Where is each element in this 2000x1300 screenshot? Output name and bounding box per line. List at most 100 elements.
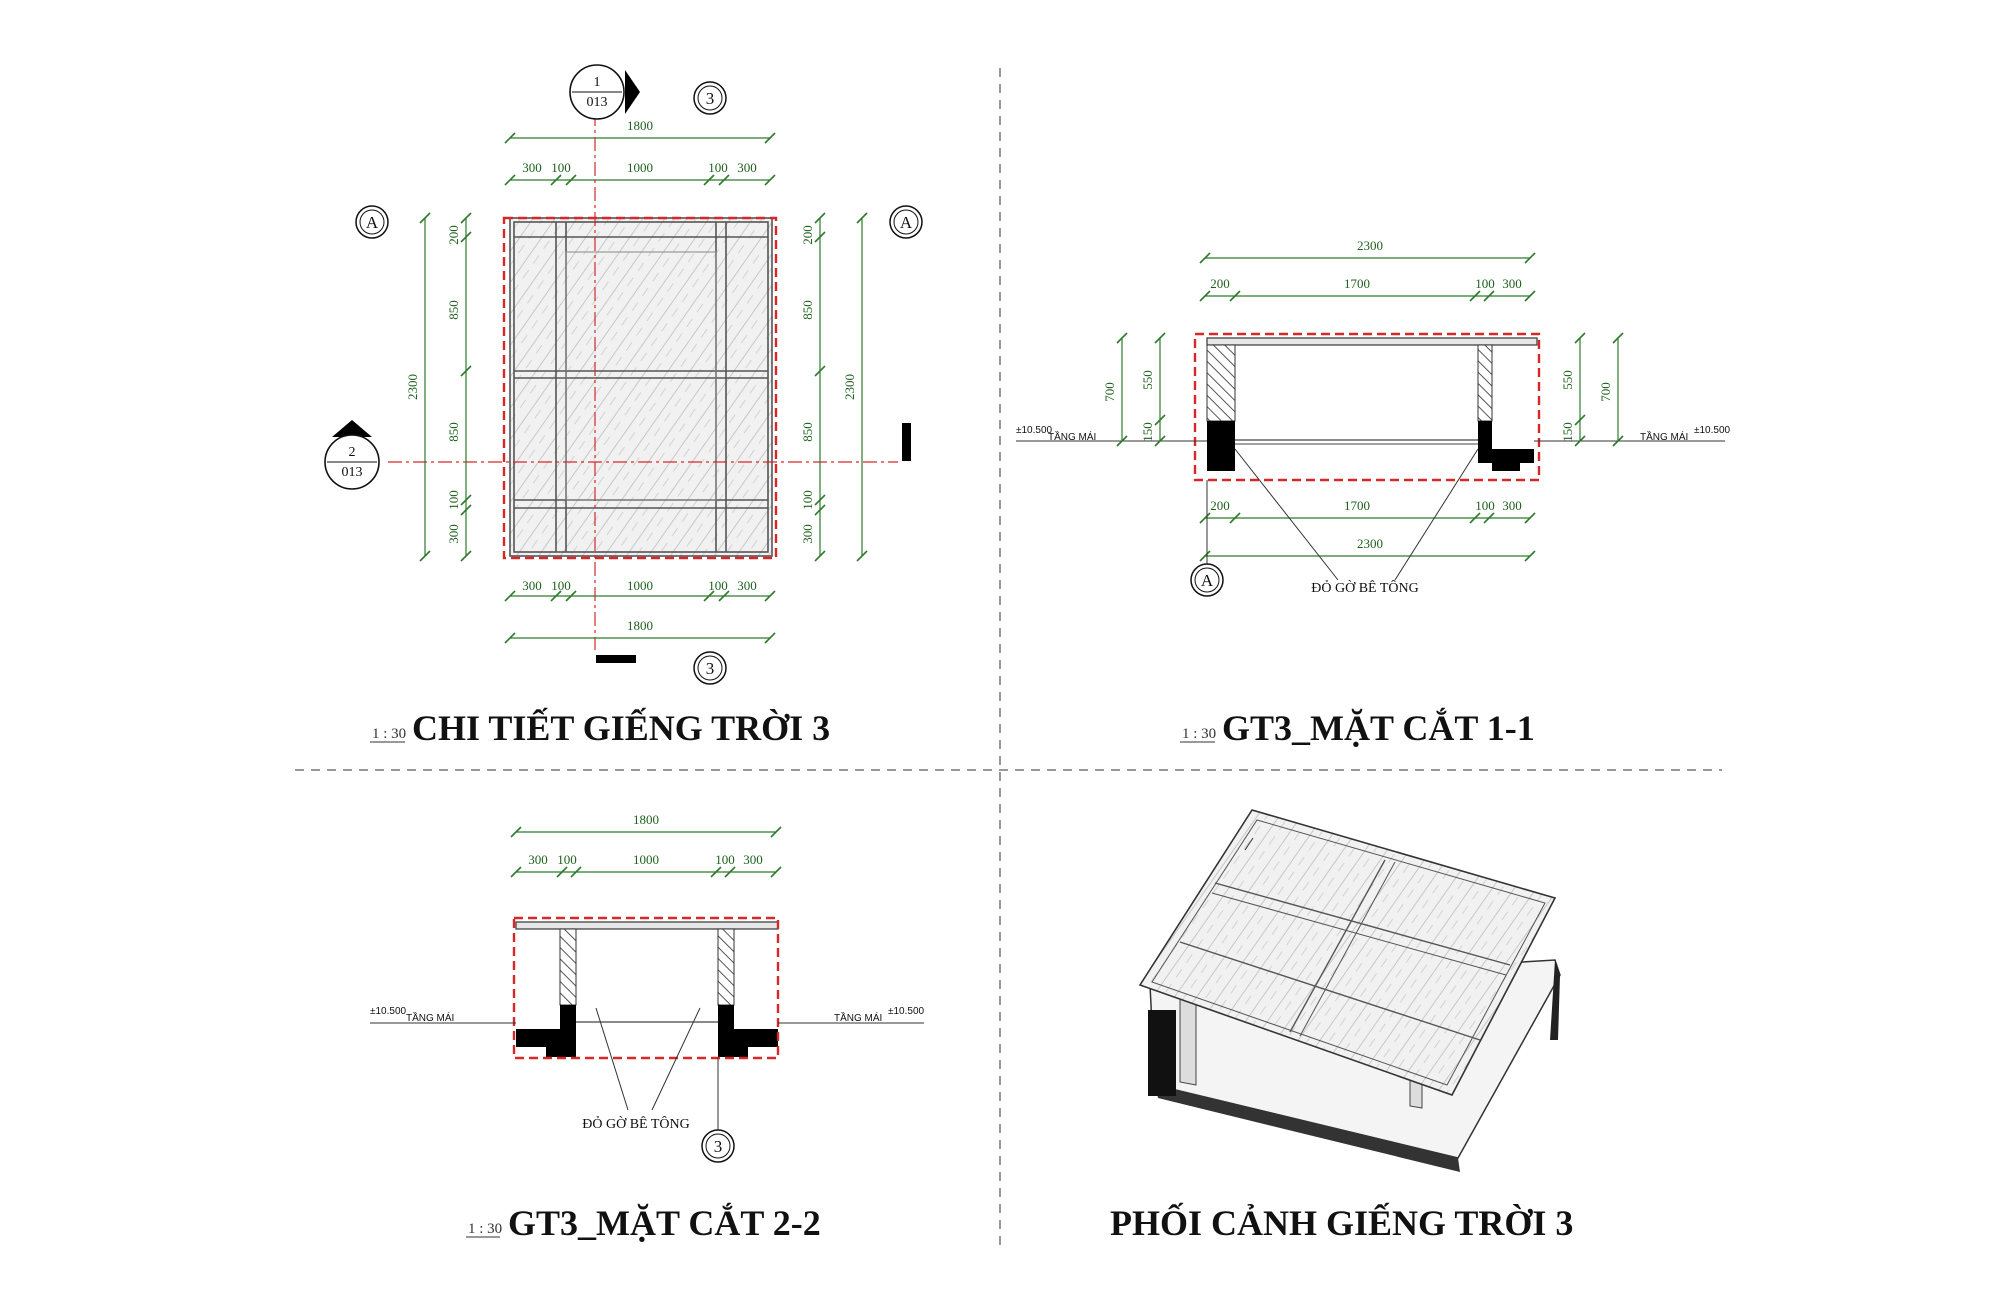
- plan-dim-top-4: 100: [708, 160, 728, 175]
- s1-dim-top-3: 100: [1475, 276, 1495, 291]
- s1-grid-bubble-a: A: [1190, 480, 1224, 597]
- s2-grid-bubble-3: 3: [701, 1058, 735, 1163]
- plan-dim-top-5: 300: [737, 160, 757, 175]
- plan-cut-box: [502, 216, 778, 560]
- plan-grid-bubble-3-top: 3: [693, 81, 727, 115]
- plan-dim-top-1: 300: [522, 160, 542, 175]
- plan-dim-right-4: 100: [800, 490, 815, 510]
- section-2-view: 1800 300 100 1000 100 300 ±10.500 TẦNG M…: [370, 812, 925, 1243]
- s1-dim-left-3: 150: [1140, 422, 1155, 442]
- s2-level-value-right: ±10.500: [888, 1006, 925, 1017]
- plan-dim-bottom-1: 300: [522, 578, 542, 593]
- s1-level-name-left: TẦNG MÁI: [1048, 430, 1096, 443]
- plan-dim-right-1: 200: [800, 225, 815, 245]
- plan-view: 1800 300 100 1000 100 300: [324, 64, 923, 748]
- s1-dim-bottom-total: 2300: [1357, 536, 1383, 551]
- plan-dim-top-3: 1000: [627, 160, 653, 175]
- section-marker-2: 2 013: [324, 420, 380, 490]
- s2-note: ĐỎ GỜ BÊ TÔNG: [582, 1115, 689, 1132]
- section-2-sheet: 013: [342, 465, 363, 480]
- plan-dim-right-5: 300: [800, 524, 815, 544]
- s2-level-name-right: TẦNG MÁI: [834, 1011, 882, 1024]
- plan-title: CHI TIẾT GIẾNG TRỜI 3: [412, 708, 830, 748]
- plan-dim-right-total: 2300: [842, 374, 857, 400]
- s1-scale: 1 : 30: [1182, 726, 1216, 742]
- plan-dims-left: 2300 200 850 850 100 300: [405, 212, 472, 562]
- s1-dim-top-2: 1700: [1344, 276, 1370, 291]
- section-1-sheet: 013: [587, 95, 608, 110]
- plan-dim-bottom-total: 1800: [627, 618, 653, 633]
- plan-dim-left-1: 200: [446, 225, 461, 245]
- s1-dim-bottom-4: 300: [1502, 498, 1522, 513]
- plan-dim-bottom-3: 1000: [627, 578, 653, 593]
- s1-dim-right-2: 700: [1598, 382, 1613, 402]
- s1-dim-bottom-2: 1700: [1344, 498, 1370, 513]
- s1-dim-bottom-1: 200: [1210, 498, 1230, 513]
- plan-dim-right-3: 850: [800, 422, 815, 442]
- plan-dim-left-4: 100: [446, 490, 461, 510]
- plan-dim-bottom-4: 100: [708, 578, 728, 593]
- s1-title: GT3_MẶT CẮT 1-1: [1222, 708, 1535, 748]
- section-1-number: 1: [594, 75, 601, 90]
- plan-grid-bubble-3-bottom: 3: [693, 651, 727, 685]
- persp-glass-roof: [1138, 809, 1557, 1096]
- plan-glass: [510, 218, 772, 556]
- s1-dim-left-1: 700: [1102, 382, 1117, 402]
- s1-cut-box: [1193, 332, 1541, 482]
- svg-text:3: 3: [706, 659, 715, 678]
- plan-dim-bottom-2: 100: [551, 578, 571, 593]
- svg-text:3: 3: [706, 89, 715, 108]
- s1-level-value-right: ±10.500: [1694, 425, 1731, 436]
- s2-title: GT3_MẶT CẮT 2-2: [508, 1203, 821, 1243]
- plan-dims-top: 1800 300 100 1000 100 300: [504, 118, 776, 186]
- s2-dim-top-2: 100: [557, 852, 577, 867]
- s1-dim-left-2: 550: [1140, 370, 1155, 390]
- svg-text:A: A: [900, 213, 913, 232]
- s2-level-value-left: ±10.500: [370, 1006, 407, 1017]
- svg-text:A: A: [1201, 571, 1214, 590]
- s2-dim-top-3: 1000: [633, 852, 659, 867]
- s2-dim-top-total: 1800: [633, 812, 659, 827]
- plan-dims-bottom: 300 100 1000 100 300 1800: [504, 578, 776, 644]
- plan-section-mark-bottom: [596, 655, 636, 663]
- plan-dim-top-2: 100: [551, 160, 571, 175]
- s2-dim-top-4: 100: [715, 852, 735, 867]
- s1-dim-bottom-3: 100: [1475, 498, 1495, 513]
- svg-text:3: 3: [714, 1137, 723, 1156]
- s1-dim-top-total: 2300: [1357, 238, 1383, 253]
- s1-level-value-left: ±10.500: [1016, 425, 1053, 436]
- s2-dim-top-5: 300: [743, 852, 763, 867]
- s1-dim-top-1: 200: [1210, 276, 1230, 291]
- s2-dim-top-1: 300: [528, 852, 548, 867]
- svg-text:A: A: [366, 213, 379, 232]
- section-1-view: 2300 200 1700 100 300 ±10.500 TẦNG MÁI T…: [1016, 238, 1731, 748]
- section-2-number: 2: [349, 445, 356, 460]
- plan-dim-left-total: 2300: [405, 374, 420, 400]
- plan-dim-left-3: 850: [446, 422, 461, 442]
- plan-dim-top-total: 1800: [627, 118, 653, 133]
- plan-dim-right-2: 850: [800, 300, 815, 320]
- perspective-title: PHỐI CẢNH GIẾNG TRỜI 3: [1110, 1202, 1573, 1243]
- s2-level-name-left: TẦNG MÁI: [406, 1011, 454, 1024]
- s1-note: ĐỎ GỜ BÊ TÔNG: [1311, 579, 1418, 596]
- s1-dim-right-3: 150: [1560, 422, 1575, 442]
- plan-dim-left-2: 850: [446, 300, 461, 320]
- plan-scale: 1 : 30: [372, 726, 406, 742]
- plan-section-mark-right: [902, 423, 911, 461]
- perspective-view: PHỐI CẢNH GIẾNG TRỜI 3: [1110, 809, 1573, 1243]
- plan-dims-right: 200 850 850 100 300 2300: [800, 212, 868, 562]
- s1-dim-right-1: 550: [1560, 370, 1575, 390]
- s1-level-name-right: TẦNG MÁI: [1640, 430, 1688, 443]
- s2-scale: 1 : 30: [468, 1221, 502, 1237]
- s2-glass-slab: [515, 921, 779, 930]
- s2-cut-box: [512, 916, 780, 1060]
- plan-grid-bubble-a-left: A: [355, 205, 389, 239]
- plan-outer-frame: [509, 217, 773, 557]
- s1-dim-top-4: 300: [1502, 276, 1522, 291]
- plan-grid-bubble-a-right: A: [889, 205, 923, 239]
- plan-dim-left-5: 300: [446, 524, 461, 544]
- s1-glass-slab: [1206, 337, 1538, 346]
- plan-dim-bottom-5: 300: [737, 578, 757, 593]
- section-marker-1: 1 013: [569, 64, 640, 120]
